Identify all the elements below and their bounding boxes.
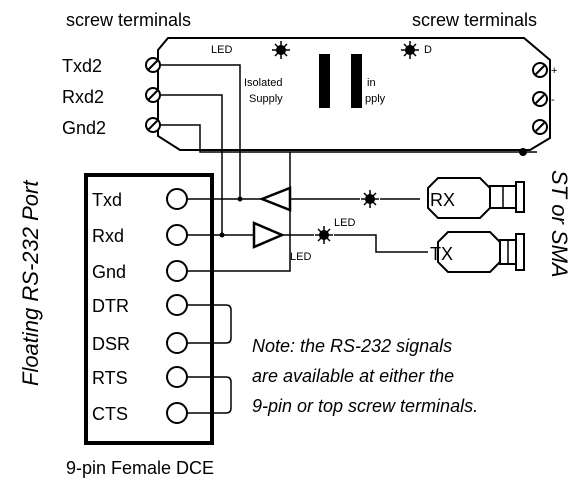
screw-terminals-left-label: screw terminals bbox=[66, 10, 191, 30]
minus-label: - bbox=[551, 94, 555, 106]
led-top-label: LED bbox=[211, 44, 232, 56]
connector-caption: 9-pin Female DCE bbox=[66, 458, 214, 478]
junction-dot bbox=[237, 196, 243, 202]
floating-port-label: Floating RS-232 Port bbox=[18, 180, 43, 386]
pin-label-rxd: Rxd bbox=[92, 226, 124, 246]
main-supply-line2: pply bbox=[365, 93, 386, 105]
led-tx-icon bbox=[315, 226, 333, 244]
led-top-right-label: D bbox=[424, 44, 432, 56]
pin-label-txd: Txd bbox=[92, 190, 122, 210]
rxd2-label: Rxd2 bbox=[62, 87, 104, 107]
txd2-label: Txd2 bbox=[62, 56, 102, 76]
jumper-dtr-dsr bbox=[187, 304, 232, 344]
pin-label-cts: CTS bbox=[92, 404, 128, 424]
screw-terminal-txd2 bbox=[145, 57, 161, 73]
pin-socket-rts bbox=[166, 366, 188, 388]
tx-fiber-connector bbox=[437, 231, 525, 273]
pin-label-gnd: Gnd bbox=[92, 262, 126, 282]
transformer-icon bbox=[319, 54, 362, 108]
rx-buffer-icon bbox=[258, 186, 292, 212]
pin-label-rts: RTS bbox=[92, 368, 128, 388]
led-top-left-icon bbox=[272, 41, 290, 59]
screw-terminal-minus bbox=[532, 91, 548, 107]
board-outline bbox=[157, 37, 551, 151]
led-mid-label: LED bbox=[334, 217, 355, 229]
rx-fiber-connector bbox=[427, 177, 525, 219]
pin-label-dtr: DTR bbox=[92, 296, 129, 316]
note-line-3: 9-pin or top screw terminals. bbox=[252, 396, 478, 416]
tx-label: TX bbox=[430, 244, 453, 264]
tx-buffer-icon bbox=[252, 221, 286, 249]
plus-label: + bbox=[551, 65, 557, 77]
screw-terminals-right-label: screw terminals bbox=[412, 10, 537, 30]
gnd2-label: Gnd2 bbox=[62, 118, 106, 138]
st-or-sma-label: ST or SMA bbox=[547, 170, 572, 278]
screw-terminal-rxd2 bbox=[145, 87, 161, 103]
pin-socket-dsr bbox=[166, 332, 188, 354]
main-supply-line1: in bbox=[367, 77, 376, 89]
led-rx-icon bbox=[361, 190, 379, 208]
isolated-supply-line2: Supply bbox=[249, 93, 283, 105]
isolated-supply-line1: Isolated bbox=[244, 77, 283, 89]
junction-dot bbox=[219, 232, 225, 238]
screw-terminal-ground bbox=[532, 119, 548, 135]
screw-terminal-plus bbox=[532, 62, 548, 78]
ground-lug-icon bbox=[519, 148, 537, 156]
led-top-right-icon bbox=[401, 41, 419, 59]
pin-socket-dtr bbox=[166, 294, 188, 316]
led-lower-label: LED bbox=[290, 251, 311, 263]
jumper-rts-cts bbox=[187, 376, 232, 414]
pin-socket-gnd bbox=[166, 260, 188, 282]
pin-label-dsr: DSR bbox=[92, 334, 130, 354]
pin-socket-txd bbox=[166, 188, 188, 210]
note-line-2: are available at either the bbox=[252, 366, 454, 386]
pin-socket-cts bbox=[166, 402, 188, 424]
signal-wiring bbox=[160, 64, 520, 272]
rx-label: RX bbox=[430, 190, 455, 210]
note-line-1: Note: the RS-232 signals bbox=[252, 336, 452, 356]
screw-terminal-gnd2 bbox=[145, 117, 161, 133]
pin-socket-rxd bbox=[166, 224, 188, 246]
db9-connector-body bbox=[84, 173, 214, 445]
